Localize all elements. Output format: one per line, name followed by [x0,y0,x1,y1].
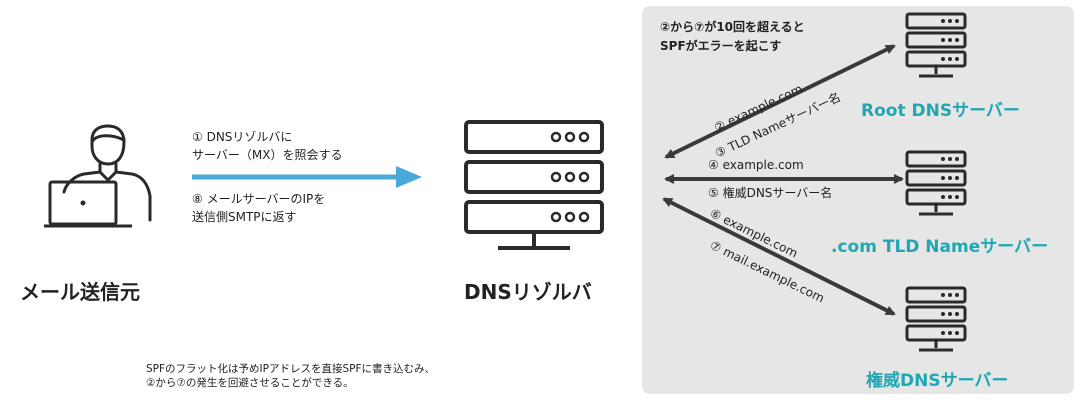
panel-note-line-1: ②から⑦が10回を超えると [660,20,805,34]
auth-server-label: 権威DNSサーバー [866,371,1009,391]
reply-label: ⑧ メールサーバーのIPを 送信側SMTPに返す [192,190,325,226]
laptop-icon [44,180,132,228]
query-label: ① DNSリゾルバに サーバー（MX）を照会する [192,128,342,164]
resolver-label: DNSリゾルバ [464,280,592,304]
query-label-line-2: サーバー（MX）を照会する [192,148,343,162]
footnote: SPFのフラット化は予めIPアドレスを直接SPFに書き込むみ、 ②から⑦の発生を… [146,362,435,390]
reply-label-line-1: ⑧ メールサーバーのIPを [192,192,326,206]
sender-label: メール送信元 [20,280,140,304]
query-arrow [192,166,422,188]
root-server-label: Root DNSサーバー [861,101,1020,121]
resolver-server-dots [550,131,590,223]
root-server-icon [905,12,967,78]
tld-server-label: .com TLD Nameサーバー [831,237,1049,257]
auth-server-icon [905,286,967,352]
auth-exchange-arrow [662,197,896,316]
resolver-server-icon [464,120,604,250]
step4-label: ④ example.com [708,158,804,172]
query-label-line-1: ① DNSリゾルバに [192,130,293,144]
step5-label: ⑤ 権威DNSサーバー名 [708,186,833,200]
footnote-line-2: ②から⑦の発生を回避させることができる。 [146,377,354,389]
tld-server-icon [905,150,967,216]
sender-person-icon [62,124,152,222]
footnote-line-1: SPFのフラット化は予めIPアドレスを直接SPFに書き込むみ、 [146,363,436,375]
root-exchange-arrow [664,44,896,159]
reply-label-line-2: 送信側SMTPに返す [192,210,297,224]
